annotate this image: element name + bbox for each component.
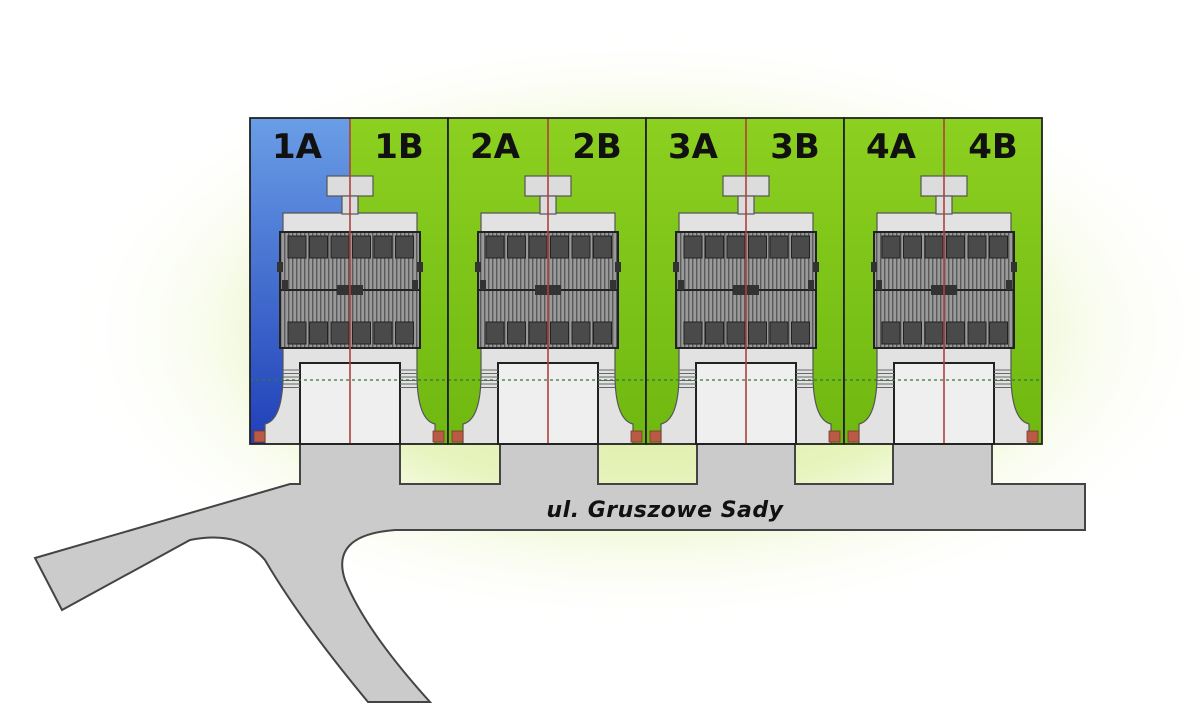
street-road [33, 439, 1086, 703]
dormer-window [989, 235, 1008, 259]
dormer-window [550, 235, 569, 259]
building-block[interactable]: 4A 4B [843, 117, 1043, 445]
dormer-window [705, 235, 724, 259]
roof-bracket [1011, 262, 1017, 272]
roof-bracket [610, 280, 616, 290]
plot-label-3A: 3A [668, 127, 719, 167]
dormer-window [593, 235, 612, 259]
dormer-window [550, 321, 569, 345]
corner-marker [253, 430, 266, 443]
dormer-window [748, 235, 767, 259]
dormer-window [373, 321, 393, 345]
building-block[interactable]: 3A 3B [645, 117, 845, 445]
roof-bracket [412, 280, 418, 290]
dormer-window [309, 235, 328, 259]
dormer-window [352, 321, 371, 345]
dormer-window [748, 321, 767, 345]
dormer-window [287, 321, 307, 345]
dormer-window [791, 321, 810, 345]
dormer-window [924, 235, 944, 259]
plot-label-4A: 4A [866, 127, 917, 167]
dormer-window [528, 321, 548, 345]
roof-bracket [480, 280, 486, 290]
corner-marker [432, 430, 445, 443]
dormer-window [881, 321, 901, 345]
roof-bracket [1006, 280, 1012, 290]
building-block[interactable]: 1A 1B [249, 117, 449, 445]
dormer-window [769, 321, 789, 345]
dormer-window [330, 235, 350, 259]
dormer-window [507, 321, 526, 345]
plot-label-2A: 2A [470, 127, 521, 167]
building-block[interactable]: 2A 2B [447, 117, 647, 445]
corner-marker [1026, 430, 1039, 443]
dormer-window [571, 235, 591, 259]
dormer-window [309, 321, 328, 345]
roof-bracket [475, 262, 481, 272]
corner-marker [649, 430, 662, 443]
plot-label-2B: 2B [572, 127, 622, 167]
dormer-window [528, 235, 548, 259]
roof-bracket [808, 280, 814, 290]
dormer-window [903, 321, 922, 345]
dormer-window [946, 321, 965, 345]
corner-marker [630, 430, 643, 443]
dormer-window [967, 235, 987, 259]
corner-marker [847, 430, 860, 443]
dormer-window [571, 321, 591, 345]
dormer-window [683, 321, 703, 345]
roof-bracket [813, 262, 819, 272]
roof-bracket [871, 262, 877, 272]
roof-bracket [876, 280, 882, 290]
street-name-label: ul. Gruszowe Sady [547, 498, 785, 523]
plot-label-4B: 4B [968, 127, 1018, 167]
buildings-layer: 1A 1B 2A 2B 3A 3B 4A 4B [249, 117, 1043, 445]
dormer-window [287, 235, 307, 259]
roof-bracket [277, 262, 283, 272]
dormer-window [507, 235, 526, 259]
dormer-window [769, 235, 789, 259]
dormer-window [373, 235, 393, 259]
dormer-window [989, 321, 1008, 345]
dormer-window [395, 321, 414, 345]
dormer-window [903, 235, 922, 259]
plot-label-1B: 1B [374, 127, 424, 167]
roof-bracket [417, 262, 423, 272]
plot-label-1A: 1A [272, 127, 323, 167]
corner-marker [828, 430, 841, 443]
dormer-window [330, 321, 350, 345]
roof-bracket [615, 262, 621, 272]
dormer-window [881, 235, 901, 259]
dormer-window [593, 321, 612, 345]
dormer-window [683, 235, 703, 259]
dormer-window [395, 235, 414, 259]
dormer-window [726, 235, 746, 259]
dormer-window [352, 235, 371, 259]
corner-marker [451, 430, 464, 443]
dormer-window [705, 321, 724, 345]
plot-label-3B: 3B [770, 127, 820, 167]
dormer-window [485, 235, 505, 259]
dormer-window [485, 321, 505, 345]
dormer-window [924, 321, 944, 345]
dormer-window [967, 321, 987, 345]
dormer-window [726, 321, 746, 345]
dormer-window [791, 235, 810, 259]
roof-bracket [678, 280, 684, 290]
roof-bracket [673, 262, 679, 272]
dormer-window [946, 235, 965, 259]
building-outline [843, 117, 1043, 445]
roof-bracket [282, 280, 288, 290]
